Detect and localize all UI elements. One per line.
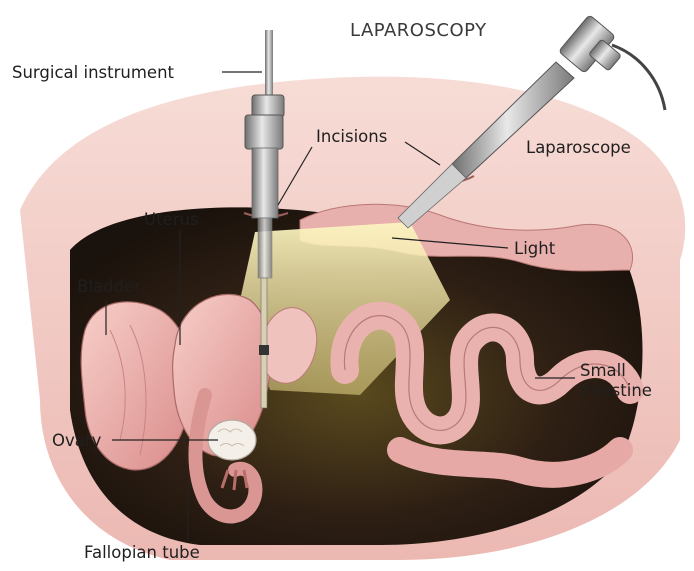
label-small-intestine-line1: Small [580,361,626,380]
diagram-title: LAPAROSCOPY [350,20,487,41]
label-uterus: Uterus [144,210,199,229]
label-laparoscope: Laparoscope [526,138,631,157]
label-ovary: Ovary [52,431,102,450]
label-bladder: Bladder [77,277,141,296]
label-surgical-instrument: Surgical instrument [12,63,175,82]
label-light: Light [514,239,556,258]
label-fallopian-tube: Fallopian tube [84,543,200,562]
label-incisions: Incisions [316,127,387,146]
label-small-intestine-line2: intestine [580,381,652,400]
